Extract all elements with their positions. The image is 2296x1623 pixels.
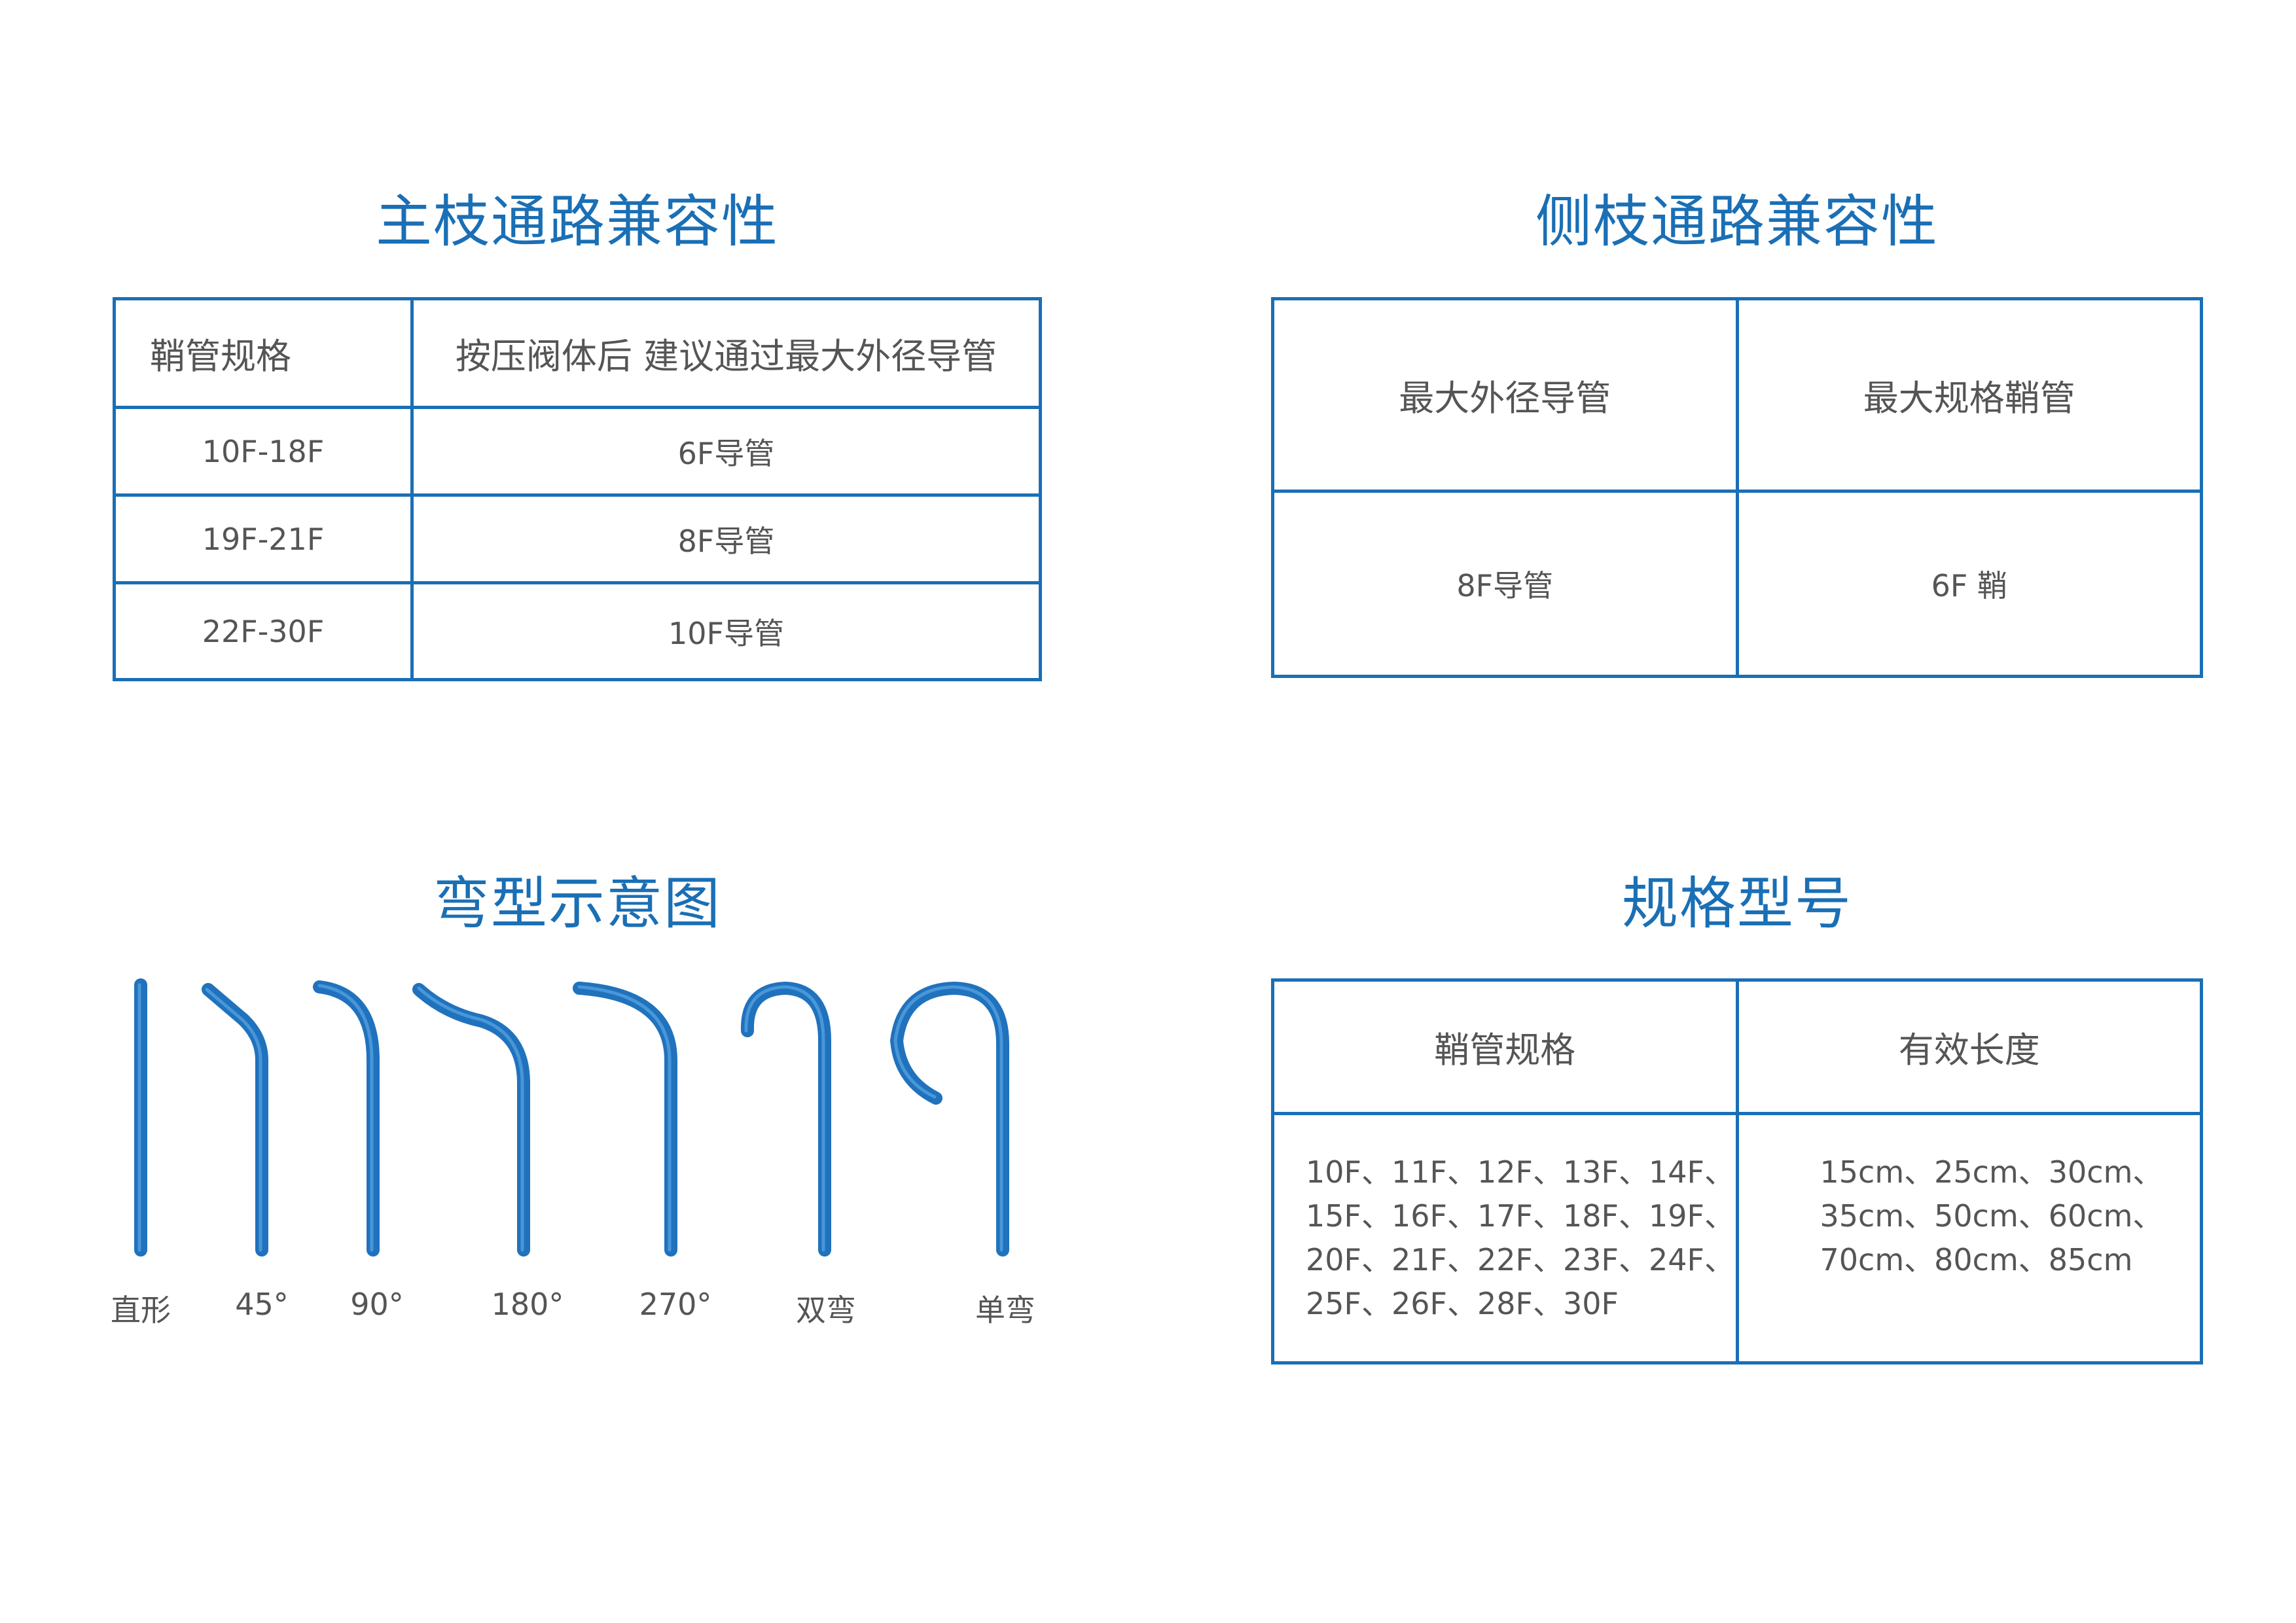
lengths-line: 35cm、50cm、60cm、: [1820, 1198, 2163, 1234]
label-single-bend: 单弯: [975, 1293, 1035, 1328]
table-row: 22F-30F 10F导管: [113, 581, 1042, 681]
header-sheath-size: 鞘管规格: [113, 297, 414, 409]
table-row: 8F导管 6F 鞘: [1271, 490, 2203, 678]
sheath-sizes-line: 20F、21F、22F、23F、24F、: [1306, 1242, 1734, 1277]
cell-sheath-size: 10F-18F: [113, 406, 414, 497]
bend-diagram-title: 弯型示意图: [433, 871, 721, 936]
label-90: 90°: [350, 1287, 404, 1322]
header-max-sheath: 最大规格鞘管: [1735, 297, 2203, 493]
single-bend-tube-icon: [890, 982, 1009, 1257]
cell-catheter: 6F导管: [410, 406, 1042, 497]
table-header-row: 鞘管规格 按压阀体后 建议通过最大外径导管: [113, 297, 1042, 409]
table-header-row: 鞘管规格 有效长度: [1271, 978, 2203, 1115]
bend-90-tube-icon: [313, 980, 380, 1257]
header-sheath-size: 鞘管规格: [1271, 978, 1739, 1115]
sheath-sizes-line: 25F、26F、28F、30F: [1306, 1286, 1619, 1321]
cell-catheter: 10F导管: [410, 581, 1042, 681]
cell-sheath-size: 22F-30F: [113, 581, 414, 681]
double-bend-tube-icon: [740, 982, 831, 1257]
cell-sheath-sizes: 10F、11F、12F、13F、14F、 15F、16F、17F、18F、19F…: [1271, 1112, 1739, 1364]
table-row: 19F-21F 8F导管: [113, 493, 1042, 584]
cell-lengths: 15cm、25cm、30cm、 35cm、50cm、60cm、 70cm、80c…: [1735, 1112, 2203, 1364]
main-branch-table: 鞘管规格 按压阀体后 建议通过最大外径导管 10F-18F 6F导管 19F-2…: [113, 297, 1042, 681]
cell-max-catheter: 8F导管: [1271, 490, 1739, 678]
side-branch-table: 最大外径导管 最大规格鞘管 8F导管 6F 鞘: [1271, 297, 2203, 678]
sheath-sizes-line: 10F、11F、12F、13F、14F、: [1306, 1154, 1734, 1190]
spec-model-table: 鞘管规格 有效长度 10F、11F、12F、13F、14F、 15F、16F、1…: [1271, 978, 2203, 1364]
main-branch-title: 主枝通路兼容性: [376, 189, 779, 255]
cell-sheath-size: 19F-21F: [113, 493, 414, 584]
spec-model-title: 规格型号: [1622, 871, 1852, 936]
lengths-line: 15cm、25cm、30cm、: [1820, 1154, 2163, 1190]
header-recommended-catheter: 按压阀体后 建议通过最大外径导管: [410, 297, 1042, 409]
header-effective-length: 有效长度: [1735, 978, 2203, 1115]
sheath-sizes-line: 15F、16F、17F、18F、19F、: [1306, 1198, 1734, 1234]
table-row: 10F、11F、12F、13F、14F、 15F、16F、17F、18F、19F…: [1271, 1112, 2203, 1364]
lengths-line: 70cm、80cm、85cm: [1820, 1242, 2133, 1277]
label-180: 180°: [491, 1287, 564, 1322]
label-straight: 直形: [111, 1293, 171, 1328]
label-double-bend: 双弯: [796, 1293, 856, 1328]
bend-diagram: [134, 978, 1009, 1257]
side-branch-title: 侧枝通路兼容性: [1535, 189, 1939, 255]
table-row: 10F-18F 6F导管: [113, 406, 1042, 497]
bend-180-tube-icon: [412, 983, 530, 1257]
cell-max-sheath: 6F 鞘: [1735, 490, 2203, 678]
label-45: 45°: [235, 1287, 289, 1322]
table-header-row: 最大外径导管 最大规格鞘管: [1271, 297, 2203, 493]
cell-catheter: 8F导管: [410, 493, 1042, 584]
label-270: 270°: [639, 1287, 712, 1322]
header-max-catheter: 最大外径导管: [1271, 297, 1739, 493]
bend-270-tube-icon: [573, 982, 677, 1257]
bend-45-tube-icon: [202, 983, 268, 1257]
